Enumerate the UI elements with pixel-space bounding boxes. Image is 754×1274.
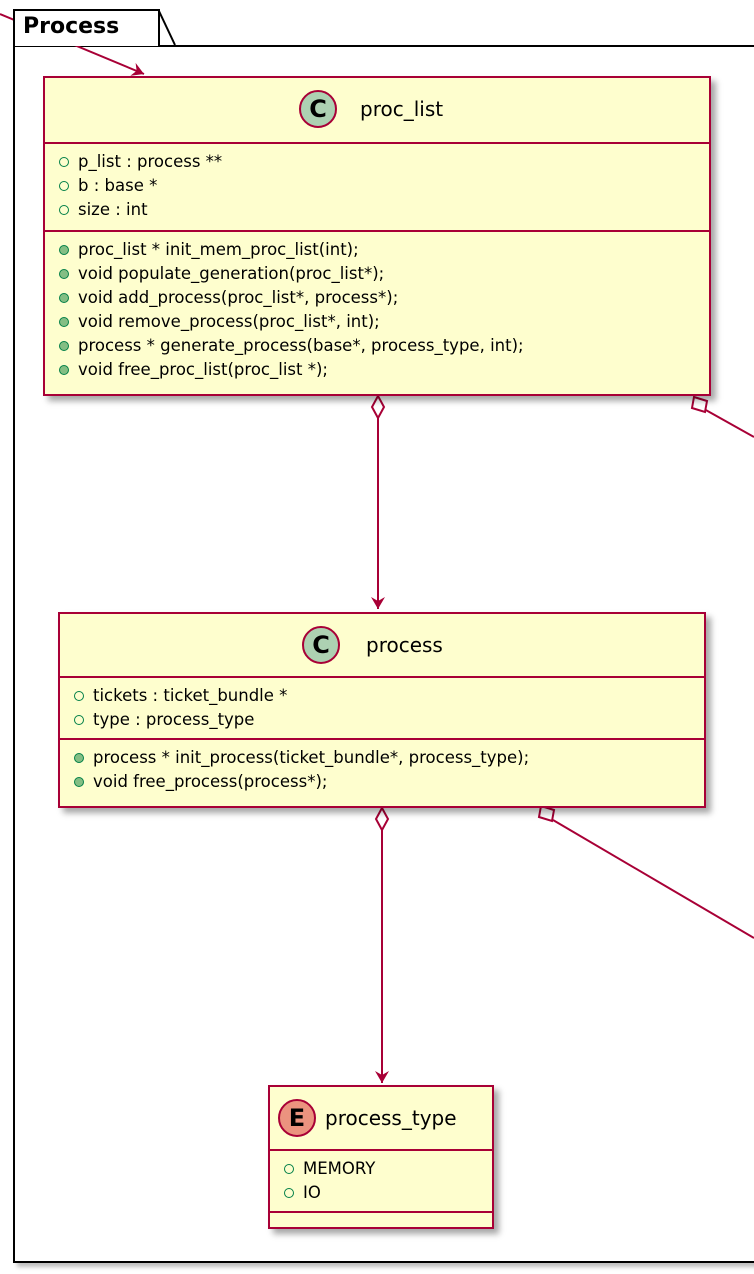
method-label: process * init_process(ticket_bundle*, p… — [93, 748, 530, 767]
field-row: type : process_type — [74, 708, 704, 732]
class-process[interactable]: C process tickets : ticket_bundle * type… — [58, 612, 706, 808]
field-row: b : base * — [59, 174, 709, 198]
field-label: type : process_type — [93, 710, 255, 729]
field-row: tickets : ticket_bundle * — [74, 684, 704, 708]
public-field-icon — [59, 157, 69, 167]
public-method-icon — [74, 777, 84, 787]
package-tab: Process — [13, 9, 160, 46]
public-field-icon — [284, 1164, 294, 1174]
method-label: void add_process(proc_list*, process*); — [78, 288, 399, 307]
aggregation-diamond-process — [374, 805, 390, 833]
enum-name: process_type — [325, 1106, 457, 1130]
method-label: process * generate_process(base*, proces… — [78, 336, 524, 355]
method-row: void free_proc_list(proc_list *); — [59, 358, 709, 382]
method-row: process * generate_process(base*, proces… — [59, 334, 709, 358]
edge-proc-list-offscreen — [703, 408, 754, 438]
enum-methods-section — [270, 1213, 492, 1219]
enum-value-row: MEMORY — [284, 1157, 492, 1181]
class-name: proc_list — [360, 97, 444, 121]
edge-process-offscreen — [552, 819, 754, 939]
method-label: void populate_generation(proc_list*); — [78, 264, 385, 283]
class-header: C process — [60, 614, 704, 678]
public-field-icon — [284, 1188, 294, 1198]
enum-value-row: IO — [284, 1181, 492, 1205]
field-label: p_list : process ** — [78, 152, 223, 171]
public-method-icon — [59, 341, 69, 351]
method-row: void free_process(process*); — [74, 770, 704, 794]
method-row: void populate_generation(proc_list*); — [59, 262, 709, 286]
class-proc-list[interactable]: C proc_list p_list : process ** b : base… — [43, 76, 711, 396]
enum-process-type[interactable]: E process_type MEMORY IO — [268, 1085, 494, 1229]
enum-stereotype-icon: E — [278, 1099, 316, 1137]
aggregation-diamond-process-right — [537, 804, 556, 823]
public-method-icon — [59, 317, 69, 327]
field-label: size : int — [78, 200, 148, 219]
aggregation-diamond-proc-list-right — [690, 395, 709, 414]
field-row: size : int — [59, 198, 709, 222]
methods-section: process * init_process(ticket_bundle*, p… — [60, 740, 704, 794]
public-field-icon — [59, 181, 69, 191]
class-name: process — [366, 633, 443, 657]
method-row: void add_process(proc_list*, process*); — [59, 286, 709, 310]
public-method-icon — [74, 753, 84, 763]
public-field-icon — [74, 691, 84, 701]
method-row: process * init_process(ticket_bundle*, p… — [74, 746, 704, 770]
public-method-icon — [59, 269, 69, 279]
method-label: proc_list * init_mem_proc_list(int); — [78, 240, 359, 259]
field-label: b : base * — [78, 176, 158, 195]
enum-header: E process_type — [270, 1087, 492, 1151]
public-method-icon — [59, 365, 69, 375]
field-label: tickets : ticket_bundle * — [93, 686, 288, 705]
methods-section: proc_list * init_mem_proc_list(int); voi… — [45, 232, 709, 382]
method-row: void remove_process(proc_list*, int); — [59, 310, 709, 334]
enum-value-label: MEMORY — [303, 1159, 376, 1178]
class-stereotype-icon: C — [302, 626, 340, 664]
public-method-icon — [59, 245, 69, 255]
field-row: p_list : process ** — [59, 150, 709, 174]
class-stereotype-icon: C — [299, 90, 337, 128]
public-field-icon — [59, 205, 69, 215]
public-method-icon — [59, 293, 69, 303]
package-title: Process — [23, 14, 120, 39]
method-label: void free_proc_list(proc_list *); — [78, 360, 328, 379]
method-label: void remove_process(proc_list*, int); — [78, 312, 380, 331]
package-tab-corner — [157, 9, 176, 46]
enum-value-label: IO — [303, 1183, 321, 1202]
enum-values-section: MEMORY IO — [270, 1151, 492, 1213]
fields-section: tickets : ticket_bundle * type : process… — [60, 678, 704, 740]
method-row: proc_list * init_mem_proc_list(int); — [59, 238, 709, 262]
method-label: void free_process(process*); — [93, 772, 328, 791]
public-field-icon — [74, 715, 84, 725]
class-header: C proc_list — [45, 78, 709, 144]
fields-section: p_list : process ** b : base * size : in… — [45, 144, 709, 232]
aggregation-diamond-proc-list — [370, 393, 386, 421]
